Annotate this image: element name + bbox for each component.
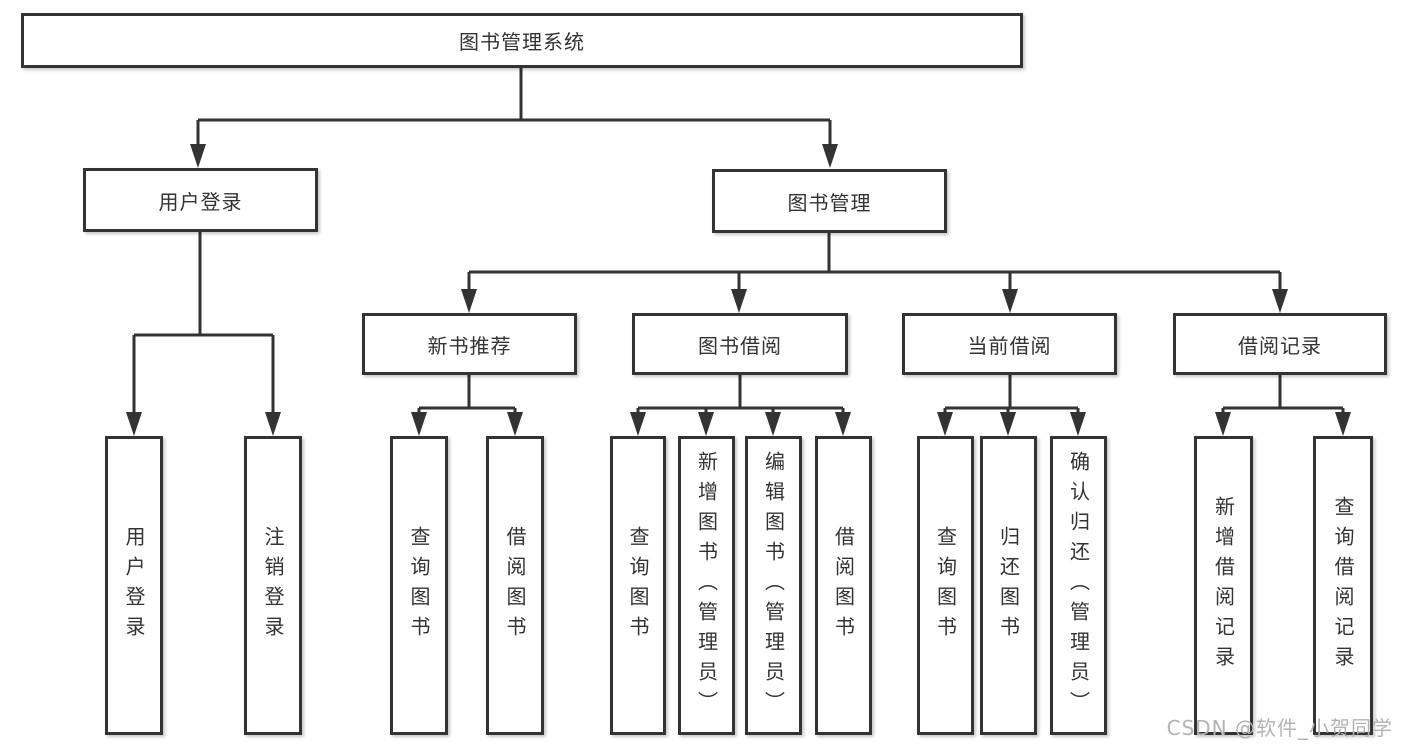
leaf-label: 编辑图书（管理员） [761, 450, 786, 721]
leaf-label: 新增借阅记录 [1211, 495, 1236, 676]
leaf-label: 借阅图书 [503, 525, 527, 646]
node-library-management-system: 图书管理系统 [21, 13, 1023, 68]
node-new-book-recommendation: 新书推荐 [362, 313, 577, 375]
leaf-label: 查询图书 [407, 525, 431, 646]
leaf-bb-edit-books-admin: 编辑图书（管理员） [745, 436, 802, 735]
leaf-br-query-record: 查询借阅记录 [1313, 436, 1373, 735]
leaf-label: 确认归还（管理员） [1066, 450, 1091, 721]
leaf-br-add-record: 新增借阅记录 [1194, 436, 1253, 735]
leaf-nbr-borrow-books: 借阅图书 [486, 436, 544, 735]
leaf-label: 查询借阅记录 [1331, 495, 1355, 676]
node-book-management: 图书管理 [712, 169, 947, 233]
leaf-label: 归还图书 [996, 525, 1021, 646]
leaf-cb-confirm-return-admin: 确认归还（管理员） [1050, 436, 1107, 735]
leaf-nbr-query-books: 查询图书 [390, 436, 448, 735]
leaf-bb-borrow-books: 借阅图书 [815, 436, 872, 735]
leaf-label: 注销登录 [261, 525, 285, 646]
node-current-borrowing: 当前借阅 [902, 313, 1117, 375]
leaf-cb-return-books: 归还图书 [980, 436, 1037, 735]
node-user-login: 用户登录 [83, 168, 318, 232]
leaf-user-login: 用户登录 [105, 436, 163, 735]
leaf-bb-add-books-admin: 新增图书（管理员） [678, 436, 735, 735]
leaf-label: 借阅图书 [831, 525, 856, 646]
arrowhead-icons [126, 144, 1351, 436]
leaf-label: 查询图书 [626, 525, 650, 646]
leaf-bb-query-books: 查询图书 [610, 436, 666, 735]
leaf-label: 查询图书 [933, 525, 958, 646]
node-book-borrowing: 图书借阅 [632, 313, 848, 375]
leaf-label: 新增图书（管理员） [694, 450, 719, 721]
leaf-logout: 注销登录 [244, 436, 302, 735]
leaf-cb-query-books: 查询图书 [917, 436, 974, 735]
node-borrowing-records: 借阅记录 [1173, 313, 1387, 375]
leaf-label: 用户登录 [122, 525, 146, 646]
watermark: CSDN @软件_小贺同学 [1166, 716, 1393, 740]
